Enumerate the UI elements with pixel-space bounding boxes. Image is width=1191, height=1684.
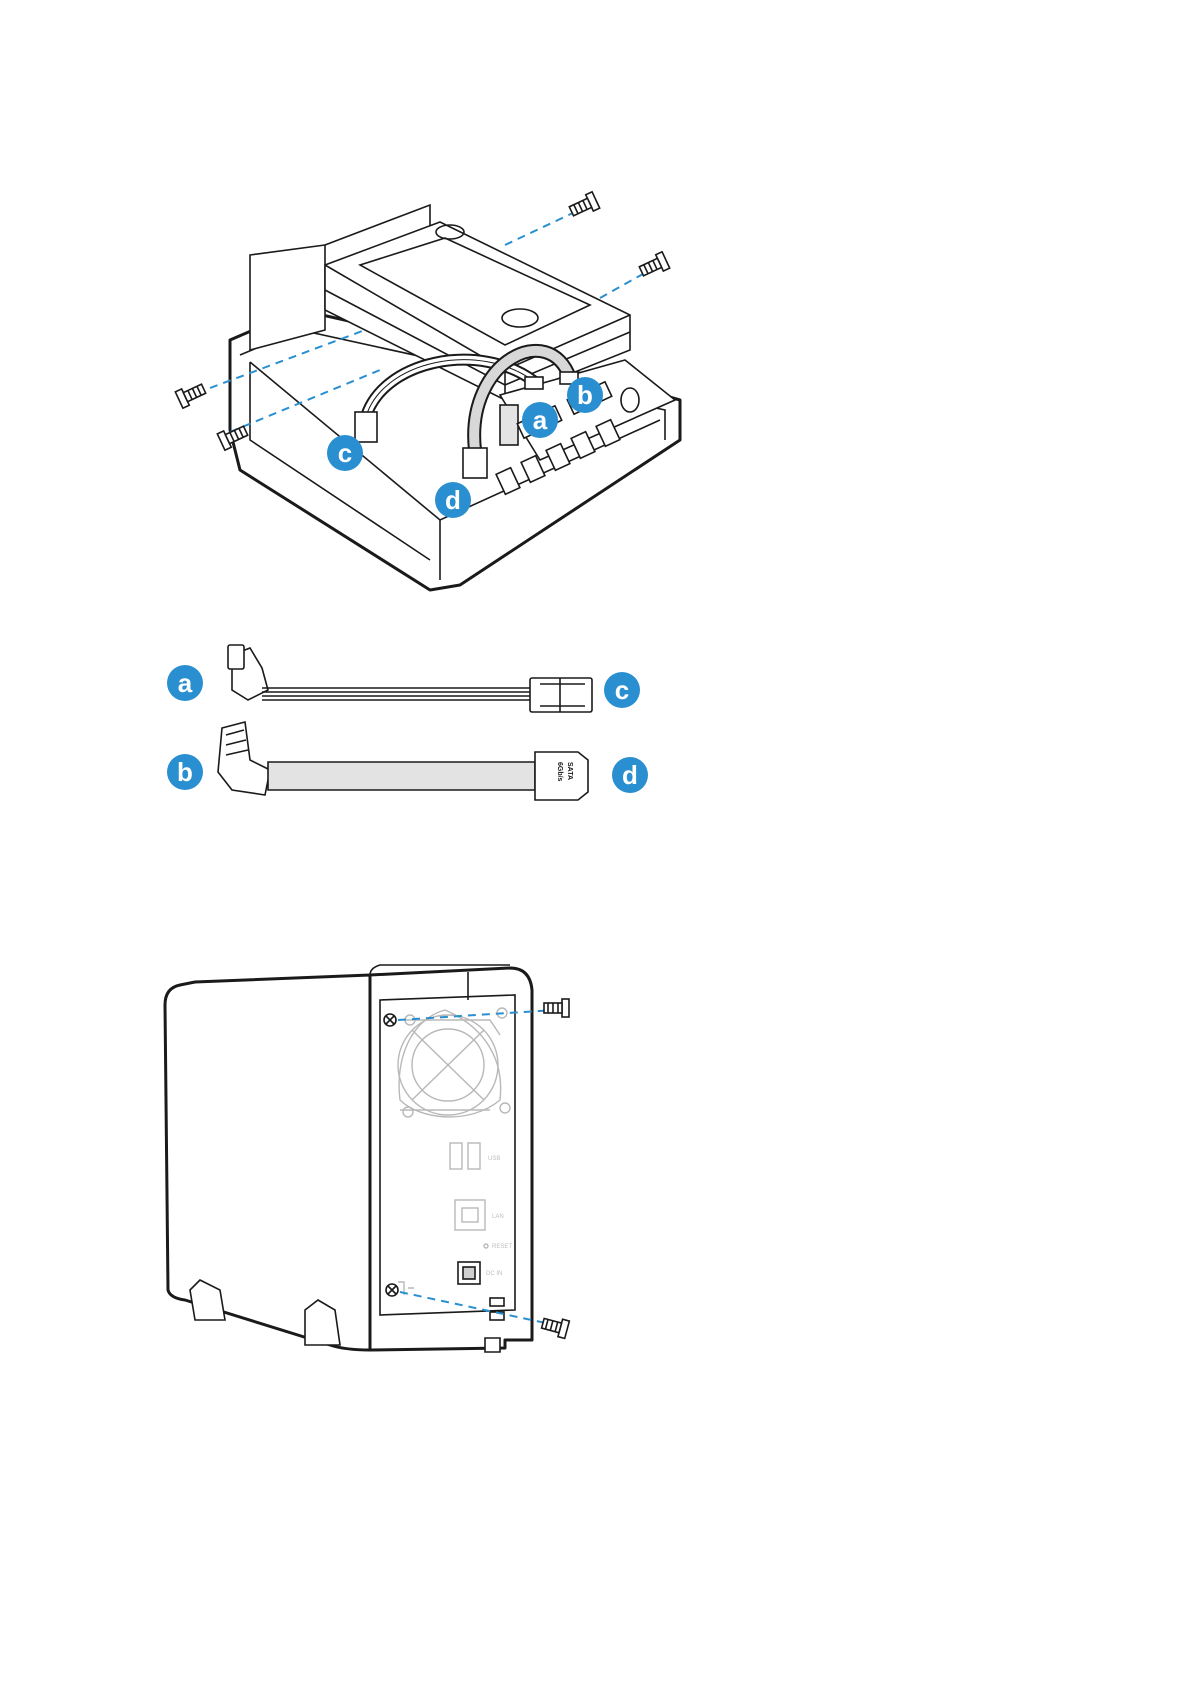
callout-b: b	[567, 377, 603, 413]
callout-d: d	[435, 482, 471, 518]
svg-text:d: d	[622, 760, 638, 790]
callout-c: c	[327, 435, 363, 471]
svg-text:b: b	[577, 380, 593, 410]
screw-icon	[568, 192, 600, 220]
sata-cable-legend: 6Gb/s SATA	[218, 722, 588, 800]
screw-hole-icon	[384, 1014, 396, 1026]
svg-text:a: a	[533, 405, 548, 435]
cable-legend: a c 6Gb/s SATA b d	[167, 645, 648, 800]
screw-hole-icon	[386, 1284, 398, 1296]
svg-text:a: a	[178, 668, 193, 698]
svg-text:c: c	[615, 675, 629, 705]
screw-icon	[175, 381, 207, 409]
callout-c: c	[604, 672, 640, 708]
svg-text:d: d	[445, 485, 461, 515]
connector-label: 6Gb/s	[556, 762, 563, 782]
svg-text:LAN: LAN	[492, 1214, 504, 1220]
screw-icon	[541, 1315, 570, 1339]
callout-b: b	[167, 754, 203, 790]
svg-text:DC IN: DC IN	[486, 1271, 502, 1277]
callout-a: a	[167, 665, 203, 701]
connector-label: SATA	[566, 762, 573, 780]
screw-icon	[638, 252, 670, 280]
svg-text:USB: USB	[488, 1156, 500, 1162]
nas-rear-view-diagram: USB LAN RESET DC IN	[165, 965, 569, 1352]
callout-a: a	[522, 402, 558, 438]
drive-install-diagram: a b c d	[175, 192, 680, 590]
svg-text:RESET: RESET	[492, 1244, 512, 1250]
svg-text:c: c	[338, 438, 352, 468]
svg-text:b: b	[177, 757, 193, 787]
callout-d: d	[612, 757, 648, 793]
power-cable-legend	[228, 645, 592, 712]
screw-icon	[544, 999, 569, 1017]
